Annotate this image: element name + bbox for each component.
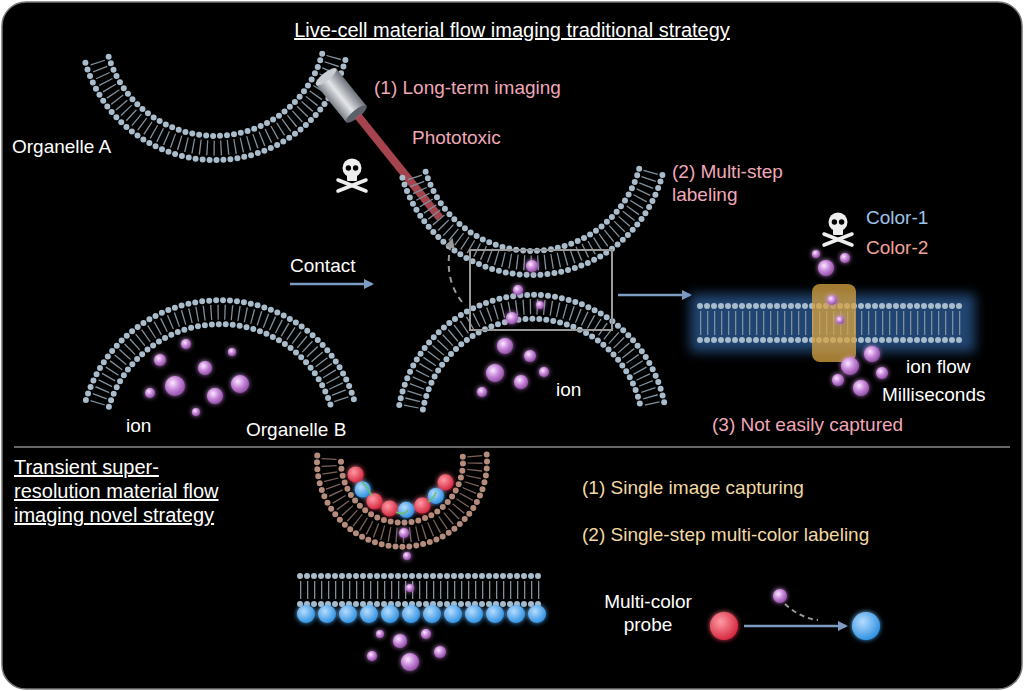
section-panel: Transient super- resolution material flo… (4, 449, 1020, 685)
organelle-a-membrane (85, 54, 346, 160)
zoom-arrow (618, 294, 690, 297)
color-label: Color-2 (866, 236, 928, 259)
ions-transfer (367, 528, 446, 671)
ion-label: ion (556, 378, 581, 401)
organelle-b-membrane (86, 300, 354, 407)
organelle-label: Organelle B (246, 418, 346, 441)
probe-molecules (348, 466, 454, 517)
organelle-label: Organelle A (12, 135, 111, 158)
advantage-label: (2) Single-step multi-color labeling (582, 523, 869, 546)
probe-label: Multi-color probe (592, 590, 704, 636)
zoom-box (470, 250, 612, 330)
probe-organelle-membrane (317, 455, 487, 547)
problem-label: (3) Not easily captured (712, 413, 903, 436)
problem-label: (2) Multi-step labeling (672, 160, 822, 206)
ion-channel (812, 284, 856, 362)
ion-label: ion (126, 414, 151, 437)
advantage-label: (1) Single image capturing (582, 476, 804, 499)
section-heading: Live-cell material flow imaging traditio… (4, 18, 1020, 42)
motion-arrow (449, 240, 462, 302)
target-membrane (300, 576, 540, 604)
process-label: Contact (290, 254, 355, 277)
skull-icon (824, 213, 852, 246)
color-label: Color-1 (866, 206, 928, 229)
section-heading: Transient super- resolution material flo… (14, 455, 249, 527)
contact-lower-membrane (399, 295, 664, 410)
contact-arrow (290, 283, 372, 286)
blue-probe-row (297, 605, 546, 623)
ions-organelle-b (145, 339, 249, 416)
flow-label: ion flow (906, 355, 970, 378)
ions-contact (477, 260, 549, 397)
skull-icon (338, 159, 366, 192)
problem-label: Phototoxic (412, 126, 501, 149)
linker-lines (362, 482, 436, 514)
ions-flow (812, 250, 888, 396)
time-label: Milliseconds (882, 383, 985, 406)
divider-line (14, 446, 1010, 448)
probe-scheme (710, 589, 880, 640)
problem-label: (1) Long-term imaging (374, 76, 561, 99)
contact-upper-membrane (402, 169, 663, 275)
